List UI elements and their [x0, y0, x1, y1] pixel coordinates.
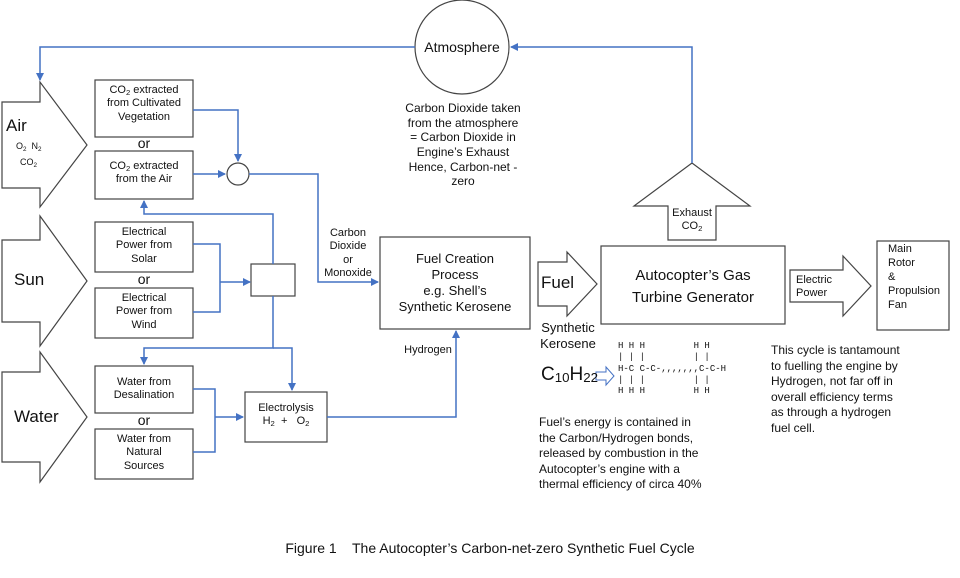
generator-box [600, 245, 786, 325]
power-or-label: or [137, 271, 151, 287]
fuel-label: Fuel [541, 273, 575, 292]
solar-power-box [94, 221, 194, 273]
power-down-line [140, 296, 274, 365]
air-input-arrow [1, 80, 88, 209]
hydrogen-feed-line [327, 330, 460, 418]
carbon-feed-line [249, 173, 379, 286]
exhaust-label: Exhaust CO2 [672, 207, 712, 234]
co2-air-label: CO2 extracted from the Air [109, 160, 179, 186]
rotor-box [876, 240, 950, 331]
desalination-box [94, 365, 194, 414]
co2-combiner-circle [226, 162, 250, 186]
water-or-label: or [137, 412, 151, 428]
atmosphere-return-line [36, 46, 415, 81]
air-label: Air [6, 116, 27, 135]
natural-water-box [94, 428, 194, 480]
figure-caption: Figure 1 The Autocopter’s Carbon-net-zer… [285, 540, 695, 556]
sun-input-arrow [1, 214, 88, 348]
veg-to-combiner-line [193, 109, 242, 162]
electrolysis-label: Electrolysis H2 + O2 [258, 402, 314, 429]
kerosene-formula: C10H22 [541, 364, 599, 385]
power-to-electrolysis-line [273, 347, 296, 391]
kerosene-structure: H H H H H| | | | |H-C C-C-,,,,,,,C-C-H| … [618, 341, 727, 396]
co2-or-label: or [137, 135, 151, 151]
natural-link-line [193, 417, 216, 453]
co2-vegetation-label: CO2 extracted from Cultivated Vegetation [107, 84, 181, 123]
solar-link-line [193, 243, 221, 282]
electric-power-block-arrow [789, 254, 872, 318]
co2-vegetation-box [94, 79, 194, 138]
water-label: Water [14, 407, 59, 426]
hydrogen-flow-label: Hydrogen [404, 344, 452, 356]
wind-power-box [94, 287, 194, 339]
exhaust-block-arrow [632, 162, 752, 241]
electrolysis-box [244, 391, 328, 443]
fuel-block-arrow [537, 250, 598, 318]
fuel-creation-box [379, 236, 531, 330]
air-co2-label: CO2 [20, 157, 38, 169]
power-up-line [140, 200, 274, 264]
water-input-arrow [1, 350, 88, 484]
desal-link-line [193, 388, 216, 417]
wind-link-line [193, 282, 221, 313]
co2-air-box [94, 150, 194, 200]
sun-label: Sun [14, 270, 45, 289]
air-gases-label: O2 N2 [16, 141, 42, 153]
formula-small-arrow [595, 365, 615, 387]
atmosphere-label: Atmosphere [424, 39, 500, 55]
power-combiner-box [250, 263, 296, 297]
exhaust-to-atmosphere-line [510, 43, 693, 163]
